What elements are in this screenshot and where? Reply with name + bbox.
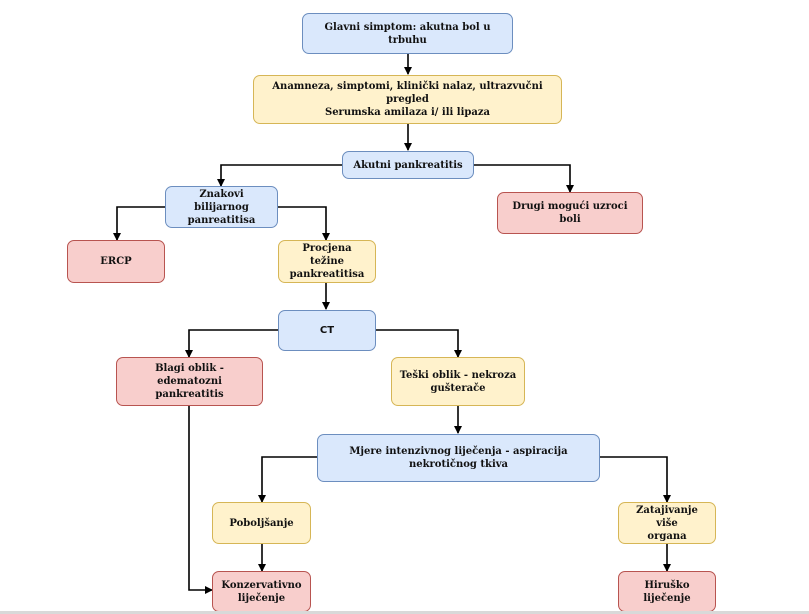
edge-biliary-to-ercp xyxy=(113,206,165,241)
node-severity: Procjena težine pankreatitisa xyxy=(278,240,376,283)
node-ercp: ERCP xyxy=(67,240,165,283)
edge-intensive-to-organfailure xyxy=(600,456,671,503)
node-intensive-care: Mjere intenzivnog liječenja - aspiracija… xyxy=(317,434,600,482)
edge-acute-to-other xyxy=(474,164,574,193)
edge-ct-to-mild xyxy=(185,329,278,358)
node-other-causes: Drugi mogući uzroci boli xyxy=(497,192,643,234)
node-conservative-treatment: Konzervativno liječenje xyxy=(212,571,311,612)
node-mild: Blagi oblik - edematozni pankreatitis xyxy=(116,357,263,406)
node-main-symptom: Glavni simptom: akutna bol u trbuhu xyxy=(302,13,513,54)
node-biliary-signs: Znakovi bilijarnog panreatitisa xyxy=(165,186,278,228)
edge-ct-to-severe xyxy=(376,329,462,358)
node-workup: Anamneza, simptomi, klinički nalaz, ultr… xyxy=(253,75,562,124)
node-acute-pancreatitis: Akutni pankreatitis xyxy=(342,151,474,179)
edge-acute-to-biliary xyxy=(217,164,342,187)
node-organ-failure: Zatajivanje više organa xyxy=(618,502,716,544)
edge-mild-to-conservative xyxy=(188,406,213,594)
node-severe: Teški oblik - nekroza gušterače xyxy=(391,357,525,406)
edge-intensive-to-improvement xyxy=(258,456,317,503)
node-surgical-treatment: Hiruško liječenje xyxy=(618,571,716,612)
node-improvement: Poboljšanje xyxy=(212,502,311,544)
node-ct: CT xyxy=(278,310,376,351)
edge-biliary-to-severity xyxy=(278,206,330,241)
bottom-border xyxy=(0,611,809,614)
